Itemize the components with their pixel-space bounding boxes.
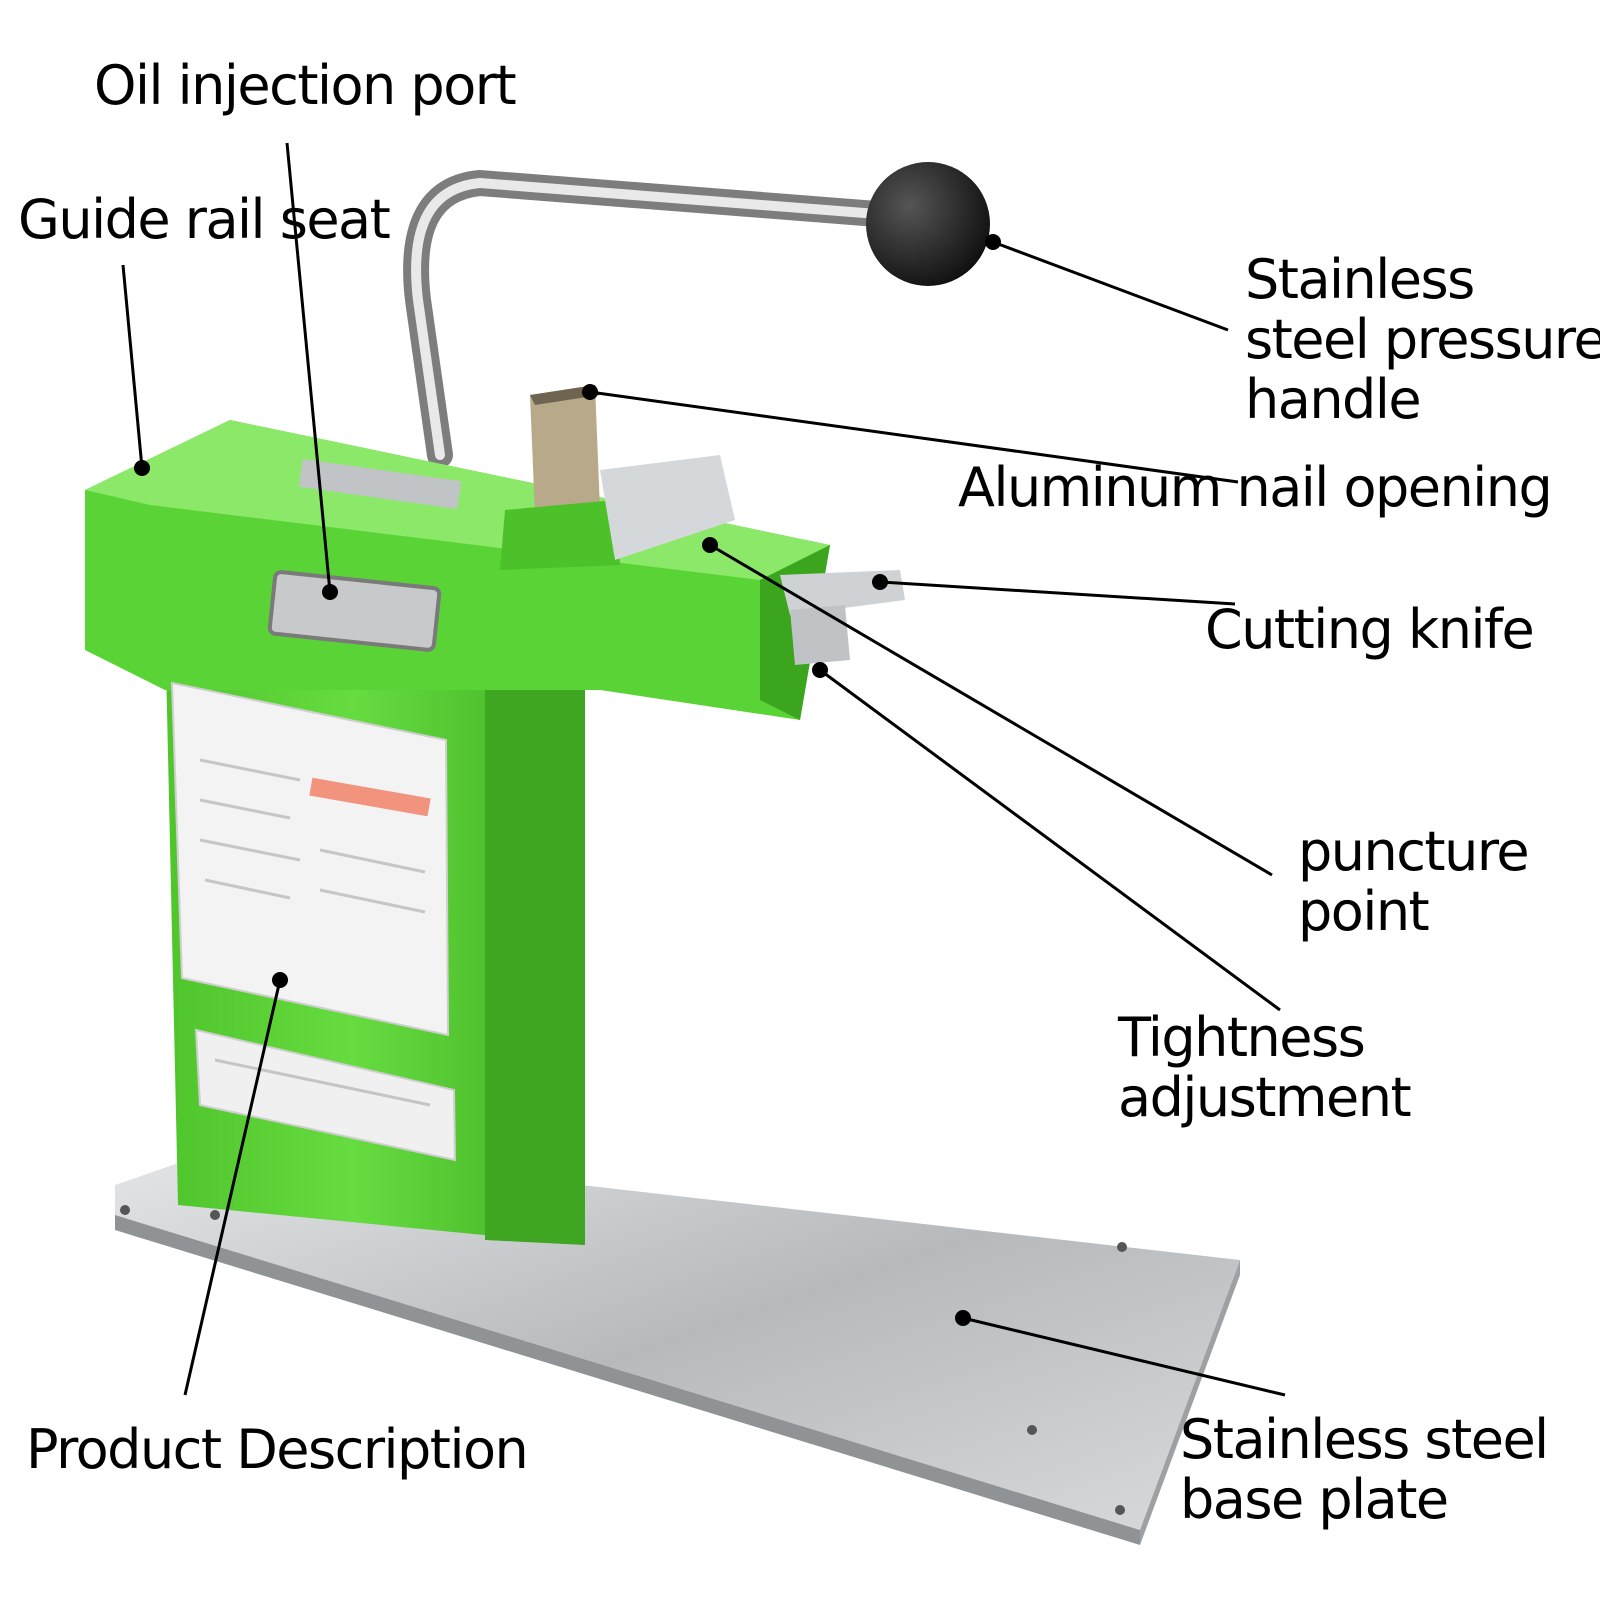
- label-product-description: Product Description: [26, 1418, 529, 1481]
- pressure-handle: [403, 162, 990, 468]
- leader-guide-rail-seat: [121, 264, 144, 469]
- leader-cutting-knife: [879, 580, 1236, 606]
- leader-pressure-handle: [992, 240, 1229, 332]
- label-pressure-handle-line-3: handle: [1245, 368, 1422, 431]
- label-tightness-adjustment: Tightness adjustment: [1118, 1006, 1412, 1129]
- label-guide-rail-seat: Guide rail seat: [18, 188, 391, 251]
- leader-markers: [134, 234, 1001, 1326]
- label-pressure-handle: Stainless steel pressure handle: [1245, 250, 1600, 430]
- handle-knob: [866, 162, 990, 286]
- label-tightness-adjustment-line-1: Tightness: [1118, 1006, 1366, 1069]
- label-pressure-handle-line-1: Stainless: [1245, 248, 1475, 311]
- leader-puncture-point: [709, 543, 1273, 877]
- machine-body: [85, 385, 905, 1245]
- label-puncture-point-line-1: puncture: [1298, 820, 1530, 883]
- leader-tightness-adjustment: [819, 668, 1281, 1012]
- label-aluminum-nail-opening: Aluminum nail opening: [958, 456, 1553, 519]
- label-base-plate-line-2: base plate: [1180, 1468, 1449, 1531]
- label-cutting-knife: Cutting knife: [1205, 598, 1535, 661]
- leader-lines: [121, 142, 1286, 1397]
- label-pressure-handle-line-2: steel pressure: [1245, 308, 1600, 371]
- label-base-plate: Stainless steel base plate: [1180, 1408, 1549, 1531]
- leader-aluminum-nail-opening: [589, 390, 1239, 484]
- leader-oil-injection-port: [285, 142, 332, 593]
- label-oil-injection-port: Oil injection port: [94, 54, 517, 117]
- label-base-plate-line-1: Stainless steel: [1180, 1408, 1549, 1471]
- leader-base-plate: [962, 1316, 1286, 1397]
- label-tightness-adjustment-line-2: adjustment: [1118, 1066, 1412, 1129]
- leader-product-description: [183, 979, 282, 1396]
- base-plate: [115, 1145, 1240, 1545]
- label-puncture-point-line-2: point: [1298, 880, 1430, 943]
- label-puncture-point: puncture point: [1298, 820, 1530, 943]
